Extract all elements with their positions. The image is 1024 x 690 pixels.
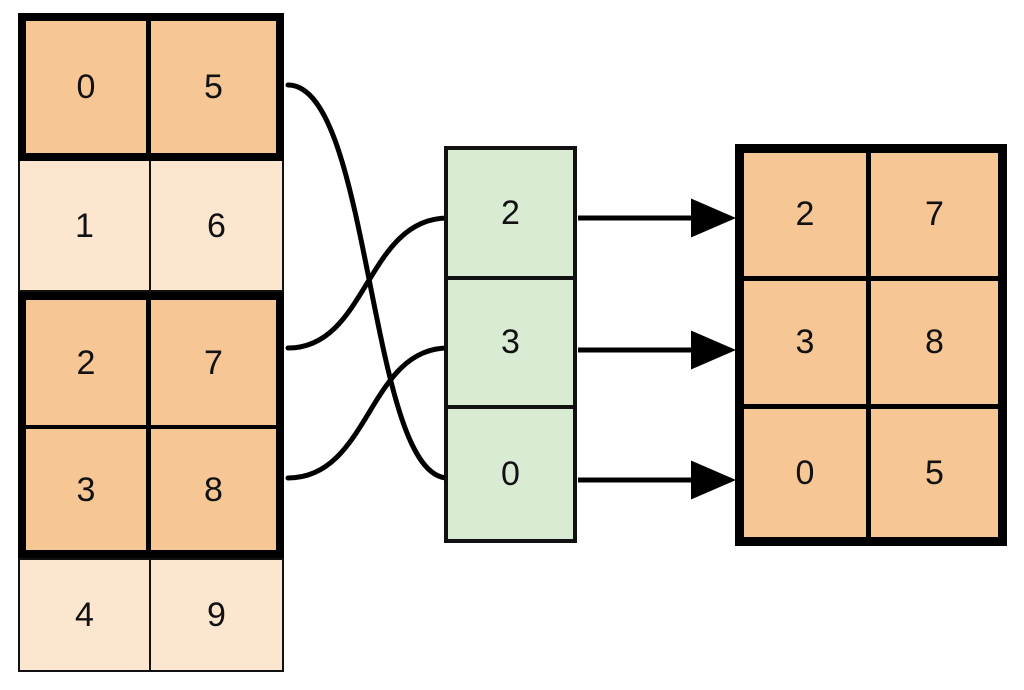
source-row-4[interactable]: 4 9 [18, 558, 284, 672]
source-row-3-key: 3 [76, 470, 96, 509]
source-row-1-key-cell: 1 [20, 161, 151, 290]
source-row-1-value: 6 [207, 206, 226, 245]
result-row-2-key: 0 [795, 453, 815, 492]
source-table: 0 5 1 6 2 7 3 [18, 13, 284, 672]
source-row-3[interactable]: 3 8 [18, 425, 284, 558]
index-column: 2 3 0 [444, 146, 577, 543]
source-row-1-value-cell: 6 [151, 161, 282, 290]
result-row-2-value: 5 [925, 453, 944, 492]
index-cell-1[interactable]: 3 [448, 279, 573, 410]
source-row-0-value: 5 [204, 68, 223, 106]
index-cell-2[interactable]: 0 [448, 409, 573, 539]
result-row-1-key: 3 [795, 323, 815, 362]
source-row-4-key-cell: 4 [20, 560, 151, 670]
result-row-0-value: 7 [925, 195, 944, 234]
source-row-4-key: 4 [75, 596, 94, 634]
source-row-0[interactable]: 0 5 [18, 13, 284, 161]
source-row-2-value-cell: 7 [151, 300, 276, 425]
result-row-2[interactable]: 0 5 [744, 408, 998, 537]
curve-row0-to-index2 [285, 82, 451, 481]
source-row-1[interactable]: 1 6 [18, 161, 284, 292]
source-row-2-key-cell: 2 [26, 300, 151, 425]
source-row-2-value: 7 [204, 343, 223, 382]
result-row-0-value-cell: 7 [871, 153, 998, 276]
index-cell-0[interactable]: 2 [448, 150, 573, 280]
source-row-0-key-cell: 0 [26, 21, 151, 153]
source-row-3-key-cell: 3 [26, 429, 151, 550]
result-table: 2 7 3 8 0 5 [735, 144, 1007, 546]
source-row-4-value-cell: 9 [151, 560, 282, 670]
index-cell-2-value: 0 [501, 455, 520, 494]
curve-row3-to-index1 [285, 345, 451, 481]
source-row-1-key: 1 [75, 206, 94, 245]
index-cell-1-value: 3 [501, 323, 520, 362]
index-cell-0-value: 2 [501, 193, 520, 232]
result-row-2-value-cell: 5 [871, 408, 998, 537]
source-row-4-value: 9 [207, 596, 226, 634]
result-row-1[interactable]: 3 8 [744, 280, 998, 409]
source-row-3-value: 8 [204, 470, 223, 509]
result-row-0-key-cell: 2 [744, 153, 871, 276]
result-row-1-value: 8 [925, 323, 944, 362]
result-row-2-key-cell: 0 [744, 408, 871, 537]
source-row-0-key: 0 [76, 68, 96, 106]
result-row-1-value-cell: 8 [871, 280, 998, 404]
result-row-1-key-cell: 3 [744, 280, 871, 404]
source-row-2-key: 2 [76, 343, 96, 382]
result-row-0[interactable]: 2 7 [744, 153, 998, 281]
source-row-2[interactable]: 2 7 [18, 292, 284, 429]
result-row-0-key: 2 [795, 195, 815, 234]
source-row-0-value-cell: 5 [151, 21, 276, 153]
source-row-3-value-cell: 8 [151, 429, 276, 550]
curve-row2-to-index0 [285, 215, 451, 351]
